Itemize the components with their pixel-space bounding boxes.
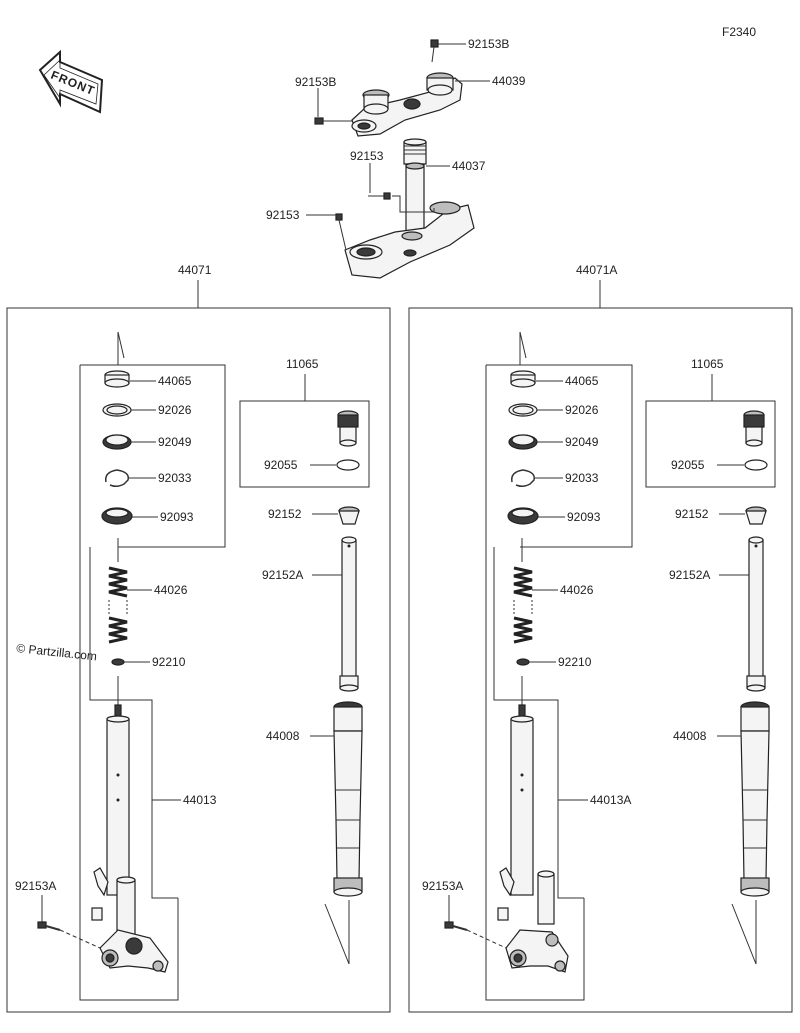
label-left-clip: 92033	[158, 471, 192, 485]
left-bushing-icon	[338, 506, 360, 525]
label-left-washer: 92210	[152, 655, 186, 669]
bolt-upper-left-icon	[314, 117, 352, 125]
right-adjuster-icon	[743, 410, 765, 447]
watermark: © Partzilla.com	[16, 641, 98, 663]
label-left-inner-tube: 44013	[183, 793, 217, 807]
label-lower-left-bolt: 92153	[266, 208, 300, 222]
bolt-stem-icon	[368, 192, 391, 200]
bolt-top-icon	[430, 39, 439, 63]
label-right-inner-tube: 44013A	[590, 793, 631, 807]
right-fork-assembly: 44071A 44065 92026 92049 92033 92093	[408, 263, 793, 1013]
figure-id: F2340	[722, 25, 756, 39]
label-left-seal-2: 92049	[158, 435, 192, 449]
label-right-dust-seal: 92093	[567, 510, 601, 524]
right-damper-rod	[746, 536, 766, 692]
label-left-adjuster: 11065	[286, 357, 319, 371]
label-left-bushing: 92152	[268, 507, 302, 521]
bolt-lower-left-icon	[335, 213, 347, 251]
label-right-o-ring: 92055	[671, 458, 705, 472]
right-outer-tube	[740, 701, 770, 897]
label-left-ring-1: 92026	[158, 403, 192, 417]
label-right-adjuster: 11065	[691, 357, 724, 371]
label-stem-bolt: 92153	[350, 149, 384, 163]
label-left-damper-rod: 92152A	[262, 568, 303, 582]
left-adjuster-icon	[337, 410, 359, 447]
left-assembly-frame	[6, 307, 391, 1013]
label-right-seal-1: 44065	[565, 374, 599, 388]
label-left-dust-seal: 92093	[160, 510, 194, 524]
left-caliper-bolt-icon	[37, 921, 101, 949]
left-fork-assembly: 44071 44065 92026 92049 92033 92093	[6, 263, 391, 1013]
label-right-seal-2: 92049	[565, 435, 599, 449]
label-left-outer-tube: 44008	[266, 729, 300, 743]
label-stem: 44037	[452, 159, 486, 173]
right-caliper-bolt-icon	[444, 921, 507, 949]
left-outer-tube	[333, 701, 363, 897]
label-left-spring: 44026	[154, 583, 188, 597]
label-left-seal-1: 44065	[158, 374, 192, 388]
right-assembly-frame	[408, 307, 793, 1013]
label-right-spring: 44026	[560, 583, 594, 597]
front-arrow-icon: FRONT	[38, 49, 104, 114]
label-upper-clamp: 44039	[492, 74, 526, 88]
right-adjuster-box	[645, 400, 776, 488]
label-upper-left-bolt: 92153B	[295, 75, 336, 89]
label-right-bushing: 92152	[675, 507, 709, 521]
label-right-washer: 92210	[558, 655, 592, 669]
steering-stem	[403, 138, 427, 243]
label-left-o-ring: 92055	[264, 458, 298, 472]
left-adjuster-box	[239, 400, 370, 488]
label-right-ring-1: 92026	[565, 403, 599, 417]
right-bushing-icon	[745, 506, 767, 525]
label-right-damper-rod: 92152A	[669, 568, 710, 582]
right-inner-tube	[497, 704, 569, 973]
left-spring-icon	[108, 566, 128, 646]
right-assembly-title: 44071A	[576, 263, 617, 277]
left-assembly-title: 44071	[178, 263, 212, 277]
left-damper-rod	[339, 536, 359, 692]
left-inner-tube	[91, 704, 169, 973]
upper-triple-clamp	[351, 72, 463, 137]
label-top-bolt: 92153B	[468, 37, 509, 51]
label-right-clip: 92033	[565, 471, 599, 485]
lower-triple-clamp	[344, 201, 475, 279]
label-right-outer-tube: 44008	[673, 729, 707, 743]
label-right-caliper-bolt: 92153A	[422, 879, 463, 893]
right-spring-icon	[513, 566, 533, 644]
label-left-caliper-bolt: 92153A	[15, 879, 56, 893]
